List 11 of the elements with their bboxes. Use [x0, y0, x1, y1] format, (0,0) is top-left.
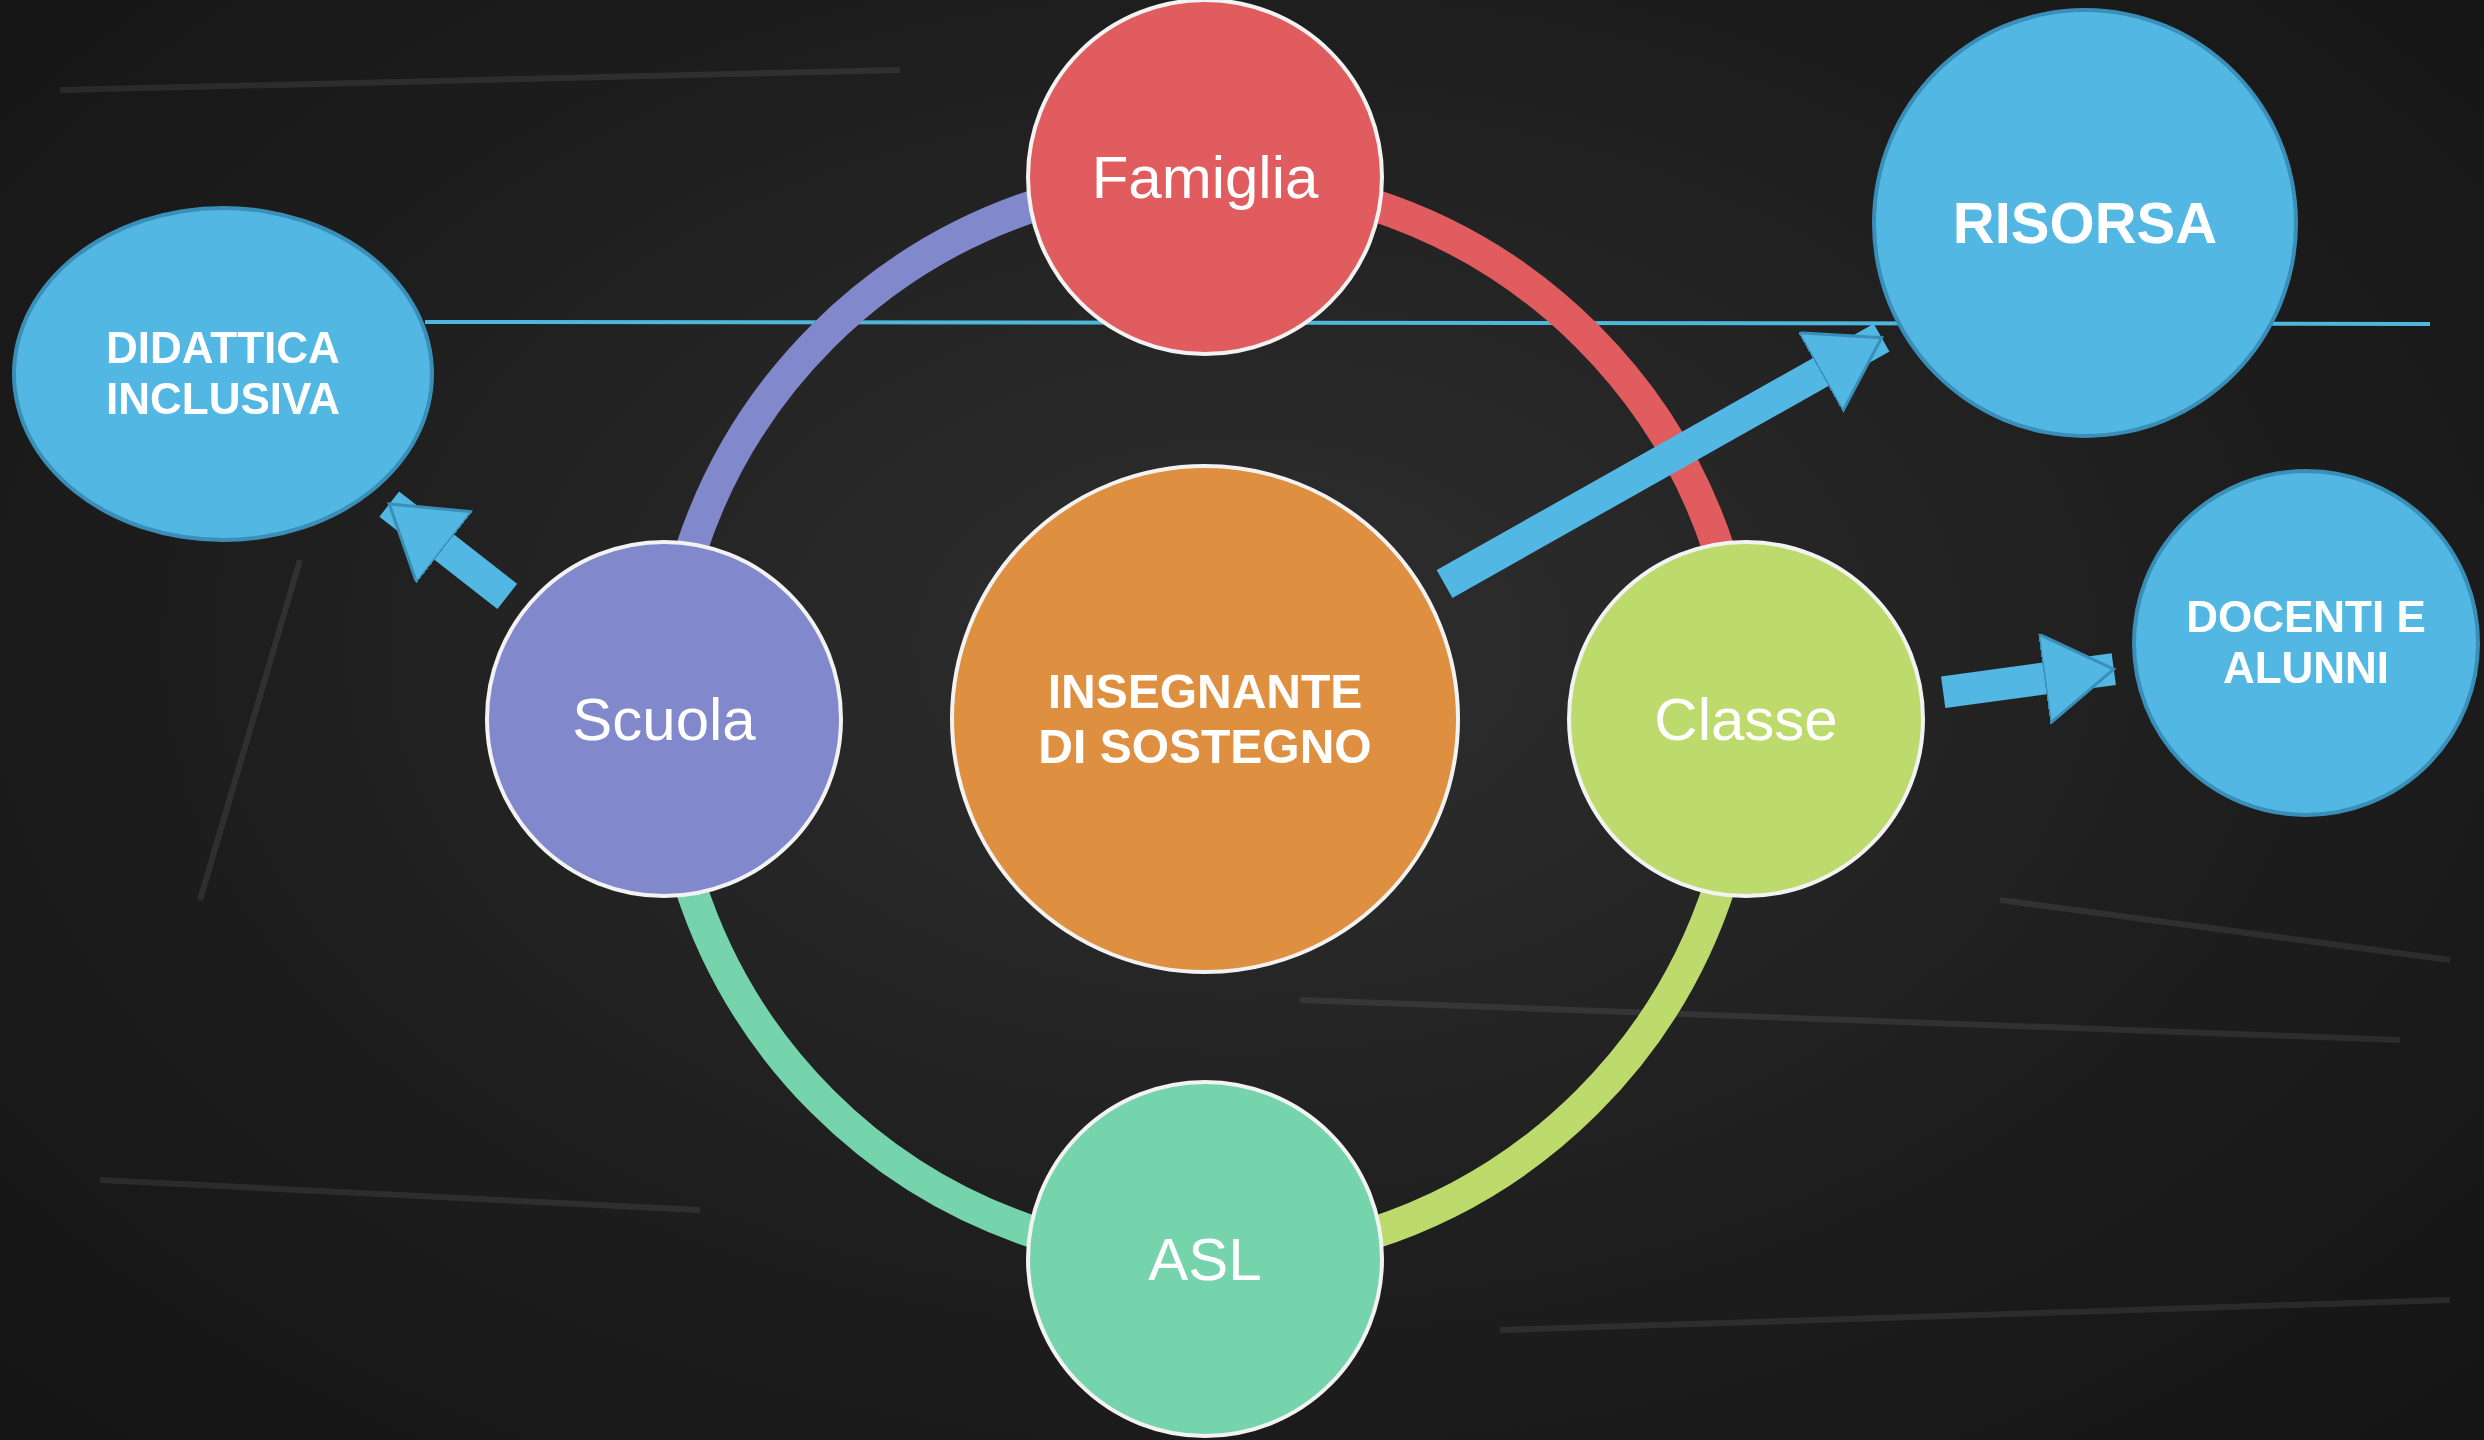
node-label: Classe — [1654, 684, 1838, 754]
block-arrow — [1941, 632, 2116, 725]
node-label: Scuola — [572, 684, 756, 754]
block-arrow — [1436, 323, 1890, 598]
node-label: DOCENTI E ALUNNI — [2185, 592, 2427, 694]
node-label: Famiglia — [1091, 142, 1319, 212]
node-label: RISORSA — [1952, 189, 2218, 257]
block-arrow — [379, 491, 518, 609]
node-label: ASL — [1148, 1224, 1262, 1294]
node-label: DIDATTICA INCLUSIVA — [105, 323, 341, 425]
node-label: INSEGNANTE DI SOSTEGNO — [1037, 663, 1373, 775]
